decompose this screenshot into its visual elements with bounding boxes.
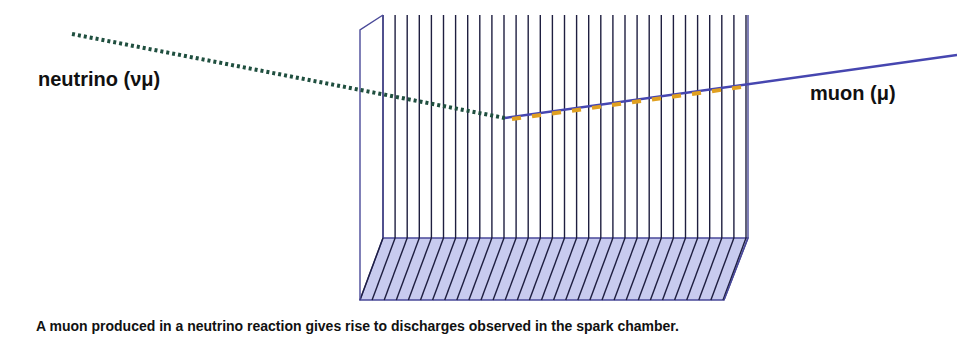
muon-track: [505, 55, 957, 118]
spark: [632, 101, 641, 102]
spark-chamber: [360, 15, 748, 300]
chamber-plate: [540, 15, 541, 238]
chamber-plate: [503, 15, 504, 238]
plate-edge: [408, 238, 431, 300]
spark: [652, 98, 661, 99]
plate-edge: [529, 238, 552, 300]
chamber-plate: [661, 15, 662, 238]
chamber-plate: [515, 15, 516, 238]
plate-edge: [457, 238, 480, 300]
chamber-plate: [612, 15, 613, 238]
plate-edge: [687, 238, 710, 300]
chamber-plate: [394, 15, 395, 238]
spark: [572, 109, 581, 110]
chamber-plate: [673, 15, 674, 238]
plate-edge: [675, 238, 698, 300]
chamber-plate: [564, 15, 565, 238]
plate-edge: [638, 238, 661, 300]
chamber-plate: [588, 15, 589, 238]
spark: [692, 93, 701, 94]
chamber-plate: [600, 15, 601, 238]
chamber-plate: [697, 15, 698, 238]
chamber-plate: [419, 15, 420, 238]
plate-edge: [626, 238, 649, 300]
plate-edge: [360, 238, 383, 300]
chamber-plate: [479, 15, 480, 238]
plate-edge: [663, 238, 686, 300]
plate-edge: [614, 238, 637, 300]
plate-edge: [566, 238, 589, 300]
chamber-plate: [624, 15, 625, 238]
chamber-plate: [455, 15, 456, 238]
chamber-plate: [576, 15, 577, 238]
plate-edge: [578, 238, 601, 300]
plate-edge: [481, 238, 504, 300]
plate-edge: [590, 238, 613, 300]
chamber-plate: [382, 15, 383, 238]
chamber-plate: [491, 15, 492, 238]
chamber-plate: [636, 15, 637, 238]
plate-edge: [505, 238, 528, 300]
plate-edge: [602, 238, 625, 300]
spark: [512, 118, 521, 119]
plate-edge: [554, 238, 577, 300]
chamber-plate: [709, 15, 710, 238]
plate-edge: [372, 238, 395, 300]
plate-edge: [723, 238, 746, 300]
spark: [612, 104, 621, 105]
plate-edge: [469, 238, 492, 300]
chamber-plate: [528, 15, 529, 238]
plate-edge: [445, 238, 468, 300]
plate-edge: [421, 238, 444, 300]
plate-edge: [542, 238, 565, 300]
chamber-plate: [443, 15, 444, 238]
chamber-plate: [649, 15, 650, 238]
spark-discharges: [512, 87, 741, 119]
plate-edge: [384, 238, 407, 300]
chamber-plate: [733, 15, 734, 238]
particle-label: neutrino (νμ): [38, 68, 160, 91]
chamber-plate: [721, 15, 722, 238]
chamber-plate: [431, 15, 432, 238]
plate-edge: [711, 238, 734, 300]
spark: [552, 112, 561, 113]
plate-edge: [493, 238, 516, 300]
chamber-plate: [467, 15, 468, 238]
figure-caption: A muon produced in a neutrino reaction g…: [36, 318, 679, 334]
plate-edge: [433, 238, 456, 300]
plate-edge: [396, 238, 419, 300]
chamber-plate: [745, 15, 746, 238]
spark: [732, 87, 741, 88]
chamber-plate: [552, 15, 553, 238]
particle-label: muon (μ): [810, 82, 896, 105]
plate-edge: [699, 238, 722, 300]
plate-edge: [517, 238, 540, 300]
chamber-plate: [685, 15, 686, 238]
chamber-plate: [407, 15, 408, 238]
spark: [592, 107, 601, 108]
spark: [532, 115, 541, 116]
spark: [712, 90, 721, 91]
spark: [672, 95, 681, 96]
plate-edge: [650, 238, 673, 300]
